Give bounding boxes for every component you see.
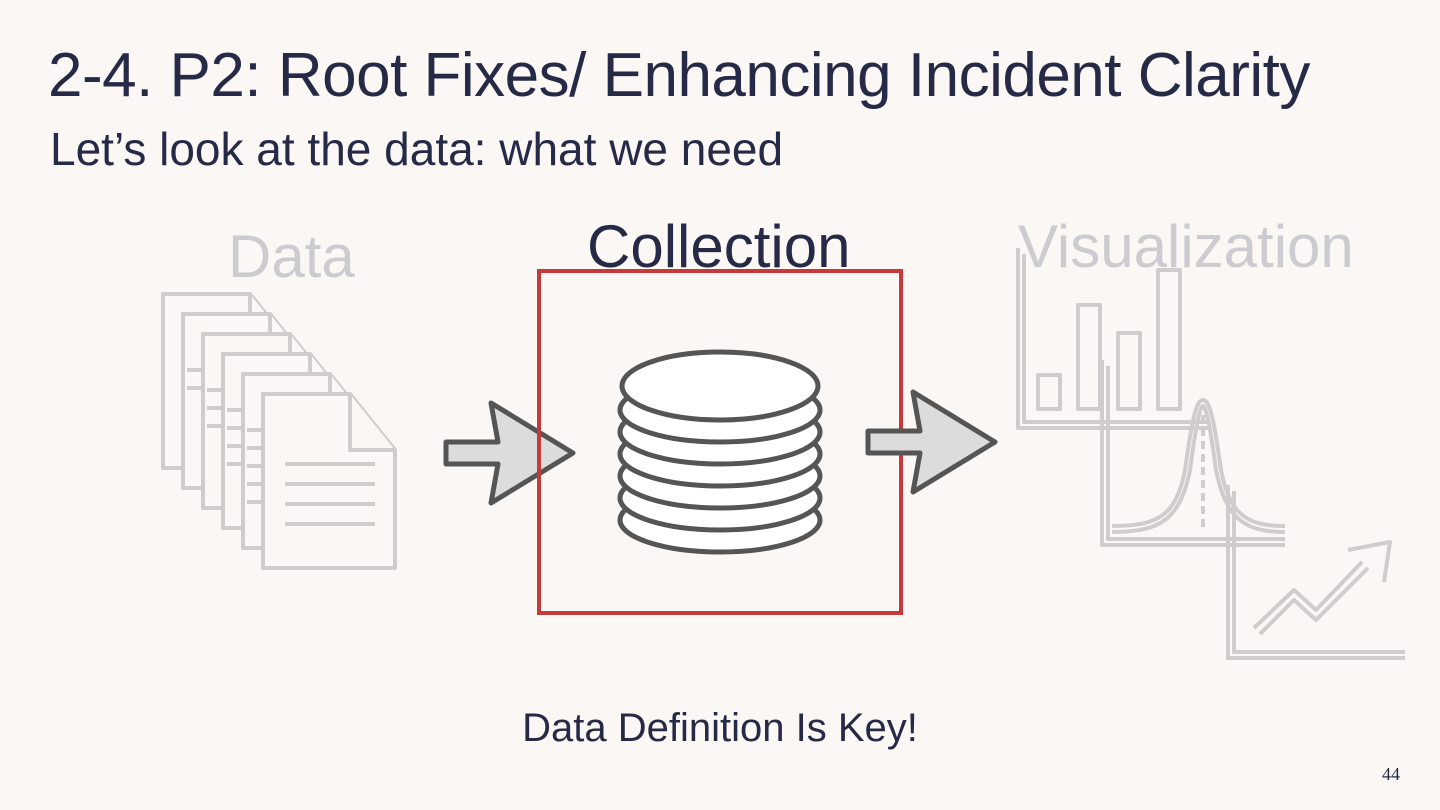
slide-title: 2-4. P2: Root Fixes/ Enhancing Incident … bbox=[48, 41, 1310, 110]
right-arrow-icon bbox=[443, 400, 576, 506]
database-icon bbox=[617, 349, 823, 555]
right-arrow-icon bbox=[865, 389, 998, 495]
tagline: Data Definition Is Key! bbox=[522, 706, 918, 750]
stage-label-visualization: Visualization bbox=[1018, 213, 1354, 280]
charts-icon bbox=[1016, 248, 1405, 660]
slide-subtitle: Let’s look at the data: what we need bbox=[50, 123, 784, 175]
stage-label-collection: Collection bbox=[587, 213, 851, 280]
page-number: 44 bbox=[1382, 764, 1400, 784]
stage-label-data: Data bbox=[228, 223, 355, 290]
documents-stack-icon bbox=[161, 292, 397, 570]
